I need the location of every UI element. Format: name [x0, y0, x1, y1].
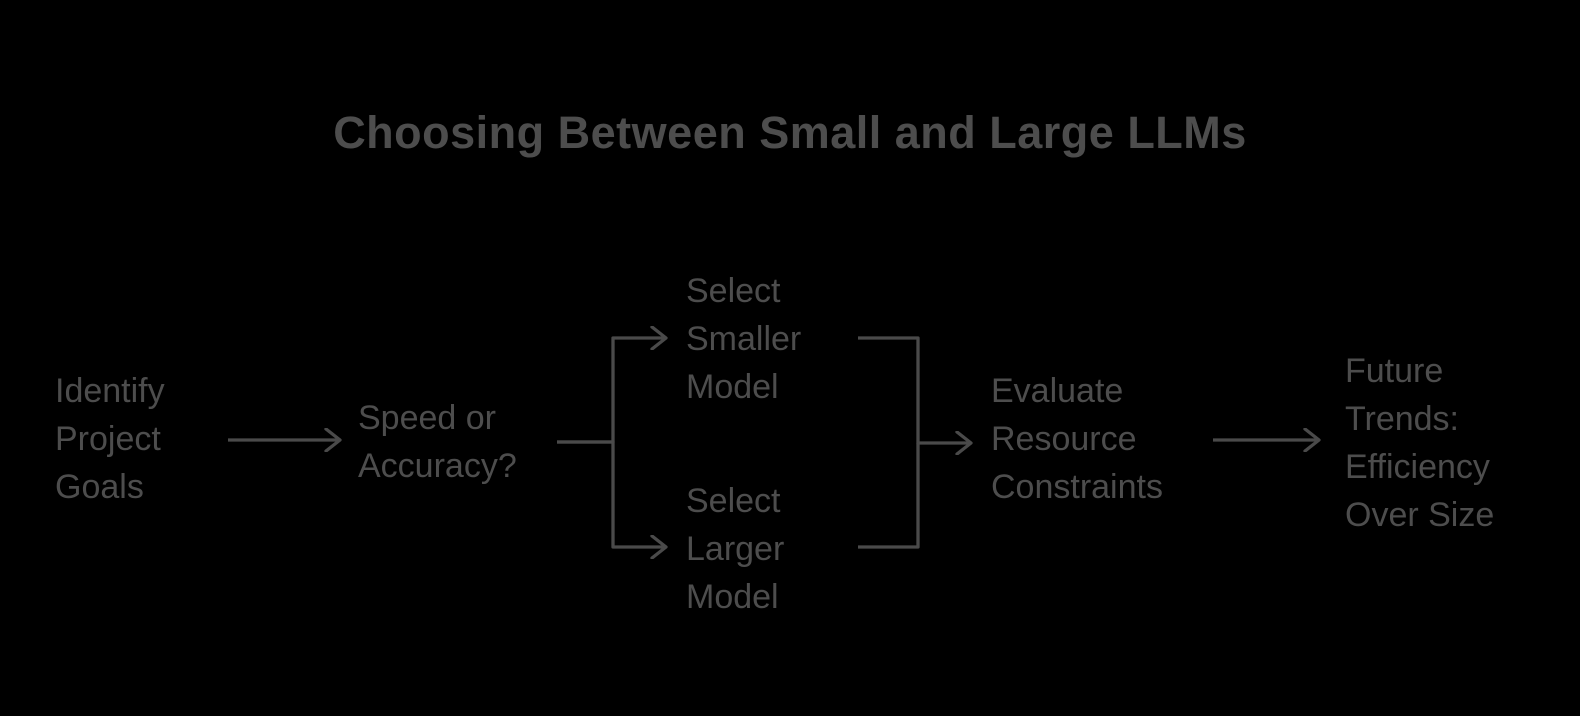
node-future-trends-efficiency-over-size: Future Trends: Efficiency Over Size	[1345, 352, 1495, 534]
edge-smaller-to-evaluate	[858, 336, 971, 443]
node-select-smaller-model: Select Smaller Model	[686, 272, 802, 406]
node-select-larger-model: Select Larger Model	[686, 482, 785, 616]
edge-larger-to-evaluate	[858, 443, 920, 549]
node-speed-or-accuracy: Speed or Accuracy?	[358, 399, 517, 485]
edge-decision-to-smaller	[557, 338, 666, 444]
diagram-title: Choosing Between Small and Large LLMs	[333, 107, 1247, 158]
node-evaluate-resource-constraints: Evaluate Resource Constraints	[991, 372, 1163, 506]
edge-decision-to-larger	[557, 440, 666, 547]
node-identify-project-goals: Identify Project Goals	[55, 372, 165, 506]
